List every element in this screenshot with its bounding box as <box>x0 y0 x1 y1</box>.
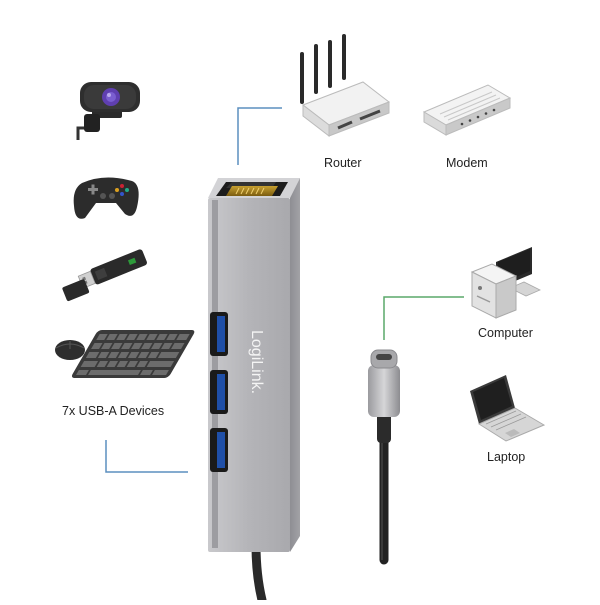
usb-a-port-2 <box>210 370 228 414</box>
usb-a-port-3 <box>210 428 228 472</box>
laptop-icon <box>470 375 546 442</box>
router-label: Router <box>324 156 362 170</box>
keyboard-mouse-icon <box>55 330 195 378</box>
usb-a-port-1 <box>210 312 228 356</box>
router-icon <box>300 34 391 138</box>
usb-devices-connector-line <box>105 440 188 473</box>
ethernet-port <box>226 186 278 196</box>
webcam-icon <box>76 82 140 140</box>
modem-label: Modem <box>446 156 488 170</box>
usb-devices-label: 7x USB-A Devices <box>62 404 165 418</box>
usb-c-cable <box>368 349 400 565</box>
usb-stick-icon <box>62 249 147 302</box>
router-connector-line <box>237 107 282 165</box>
brand-logo: LogiLink. <box>248 330 265 394</box>
laptop-label: Laptop <box>487 450 526 464</box>
computer-label: Computer <box>478 326 533 340</box>
modem-icon <box>422 84 512 136</box>
computer-icon <box>470 247 541 319</box>
usb-hub: LogiLink. <box>208 178 300 605</box>
gamepad-icon <box>73 177 139 219</box>
computer-connector-line <box>383 296 464 340</box>
